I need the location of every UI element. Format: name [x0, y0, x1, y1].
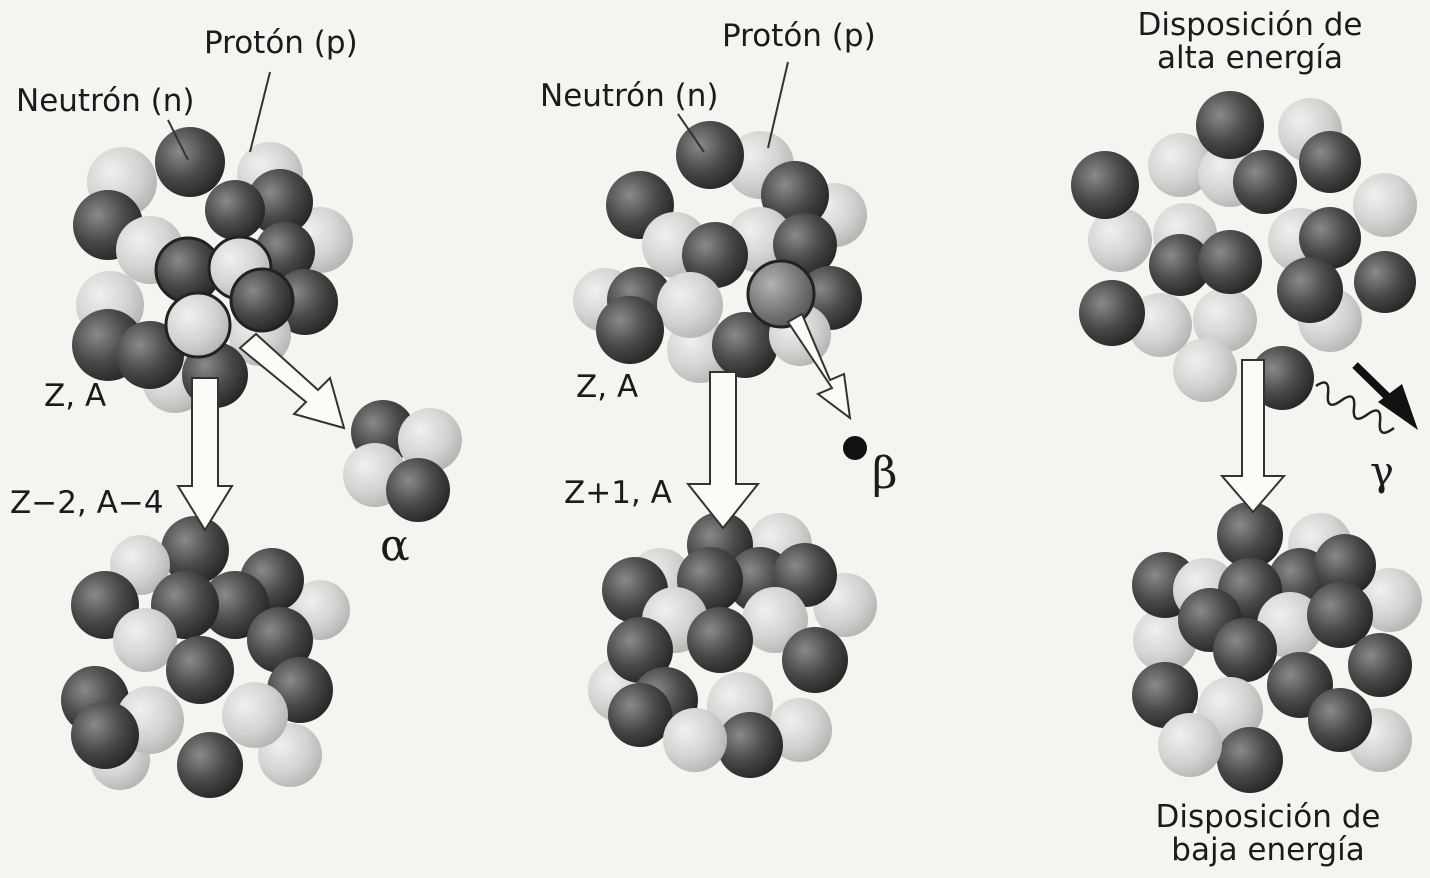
gamma-high-label: Disposición de alta energía [1100, 10, 1400, 74]
beta-after-label: Z+1, A [564, 475, 672, 511]
alpha-particle [343, 400, 462, 522]
gamma-low-label-line2: baja energía [1171, 832, 1365, 868]
gamma-symbol: γ [1370, 449, 1394, 495]
alpha-transition-arrow [176, 377, 234, 532]
alpha-emission-arrow [238, 332, 346, 430]
alpha-symbol: α [380, 520, 410, 571]
alpha-neutron-pointer [167, 119, 189, 161]
beta-neutron-pointer [677, 113, 705, 153]
alpha-proton-label: Protón (p) [204, 25, 358, 61]
beta-before-label: Z, A [576, 369, 639, 405]
alpha-neutron-label: Neutrón (n) [16, 83, 195, 119]
alpha-cluster-in-nucleus [154, 235, 295, 359]
gamma-low-label-line1: Disposición de [1155, 799, 1381, 835]
beta-particle [843, 436, 867, 460]
alpha-nucleus-after [61, 516, 350, 798]
beta-proton-pointer [767, 61, 789, 149]
gamma-transition-arrow [1219, 359, 1287, 514]
beta-nucleus-after [588, 512, 877, 778]
alpha-before-label: Z, A [44, 378, 107, 414]
beta-symbol: β [872, 448, 898, 499]
beta-decaying-neutron [746, 259, 816, 329]
gamma-low-label: Disposición de baja energía [1118, 802, 1418, 866]
beta-transition-arrow [685, 371, 761, 530]
gamma-nucleus-high [1071, 91, 1417, 410]
gamma-direction-arrow [1352, 362, 1418, 430]
alpha-after-label: Z−2, A−4 [10, 485, 164, 521]
gamma-wave [1315, 381, 1395, 435]
gamma-high-label-line2: alta energía [1157, 40, 1343, 76]
gamma-nucleus-low [1132, 502, 1422, 793]
beta-proton-label: Protón (p) [722, 18, 876, 54]
beta-emission-arrow [786, 312, 852, 421]
beta-nucleus-before [573, 121, 867, 383]
alpha-proton-pointer [249, 71, 271, 153]
beta-neutron-label: Neutrón (n) [540, 78, 719, 114]
gamma-high-label-line1: Disposición de [1137, 7, 1363, 43]
